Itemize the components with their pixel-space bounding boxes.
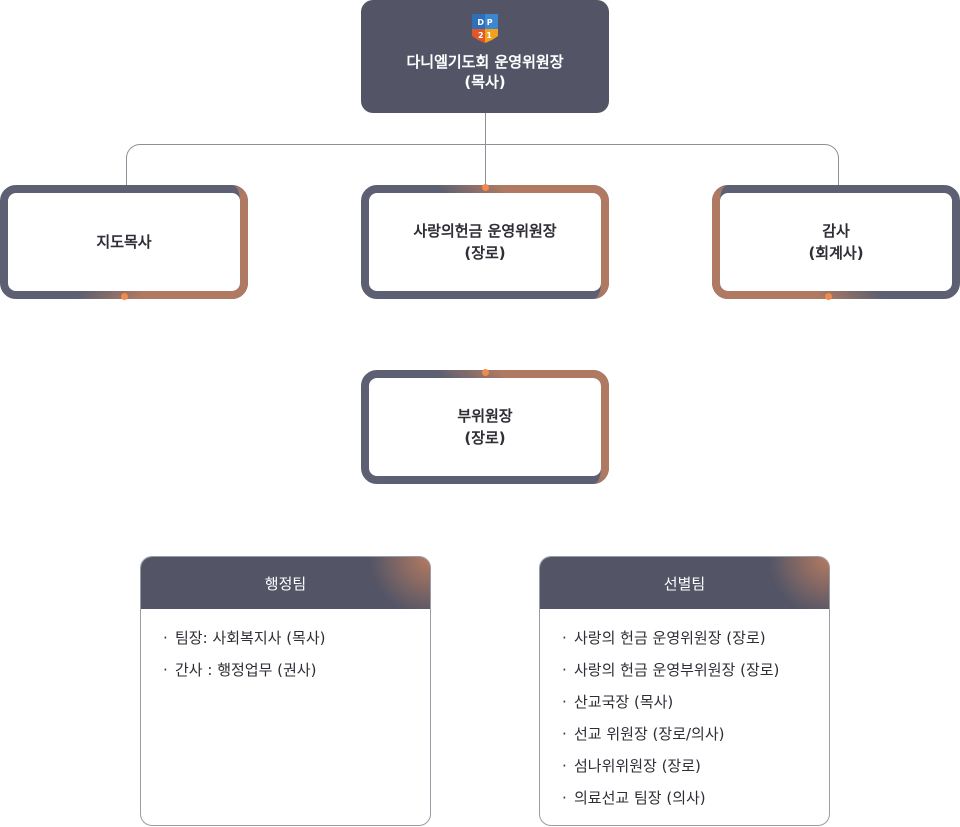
list-item: ·간사 : 행정업무 (권사)	[163, 661, 317, 679]
list-item: ·섬나위위원장 (장로)	[562, 757, 701, 775]
node-auditor: 감사 (회계사)	[712, 185, 960, 300]
node-advisor-pastor: 지도목사	[0, 185, 248, 300]
node-label: 부위원장	[457, 407, 513, 425]
branch-connector	[126, 144, 839, 188]
accent-dot	[482, 184, 489, 191]
node-sublabel: (장로)	[464, 244, 506, 262]
accent-dot	[825, 293, 832, 300]
node-label: 지도목사	[96, 233, 152, 251]
node-sublabel: (회계사)	[808, 244, 864, 262]
node-sublabel: (장로)	[464, 429, 506, 447]
accent-dot	[482, 369, 489, 376]
list-item: ·산교국장 (목사)	[562, 693, 674, 711]
node-vice-chair: 부위원장 (장로)	[361, 369, 609, 484]
node-label: 사랑의헌금 운영위원장	[413, 222, 557, 240]
root-subtitle: (목사)	[464, 73, 506, 91]
root-title: 다니엘기도회 운영위원장	[406, 53, 564, 71]
list-item: ·사랑의 헌금 운영부위원장 (장로)	[562, 661, 780, 679]
list-item: ·의료선교 팀장 (의사)	[562, 789, 706, 807]
team-member-list: ·팀장: 사회복지사 (목사) ·간사 : 행정업무 (권사)	[141, 609, 430, 686]
team-member-list: ·사랑의 헌금 운영위원장 (장로) ·사랑의 헌금 운영부위원장 (장로) ·…	[540, 609, 829, 814]
dp21-logo-icon: D P 2 1	[472, 14, 498, 43]
root-node: D P 2 1 다니엘기도회 운영위원장 (목사)	[361, 0, 609, 113]
list-item: ·팀장: 사회복지사 (목사)	[163, 629, 326, 647]
team-card-selection: 선별팀 ·사랑의 헌금 운영위원장 (장로) ·사랑의 헌금 운영부위원장 (장…	[539, 556, 830, 826]
accent-dot	[121, 293, 128, 300]
node-label: 감사	[822, 222, 850, 240]
team-title: 선별팀	[540, 557, 829, 609]
root-connector-line	[485, 113, 486, 188]
list-item: ·선교 위원장 (장로/의사)	[562, 725, 725, 743]
logo-bottom-text: 2 1	[478, 31, 492, 40]
team-card-admin: 행정팀 ·팀장: 사회복지사 (목사) ·간사 : 행정업무 (권사)	[140, 556, 431, 826]
team-title: 행정팀	[141, 557, 430, 609]
node-offering-chair: 사랑의헌금 운영위원장 (장로)	[361, 184, 609, 299]
logo-top-text: D P	[477, 18, 492, 27]
list-item: ·사랑의 헌금 운영위원장 (장로)	[562, 629, 766, 647]
